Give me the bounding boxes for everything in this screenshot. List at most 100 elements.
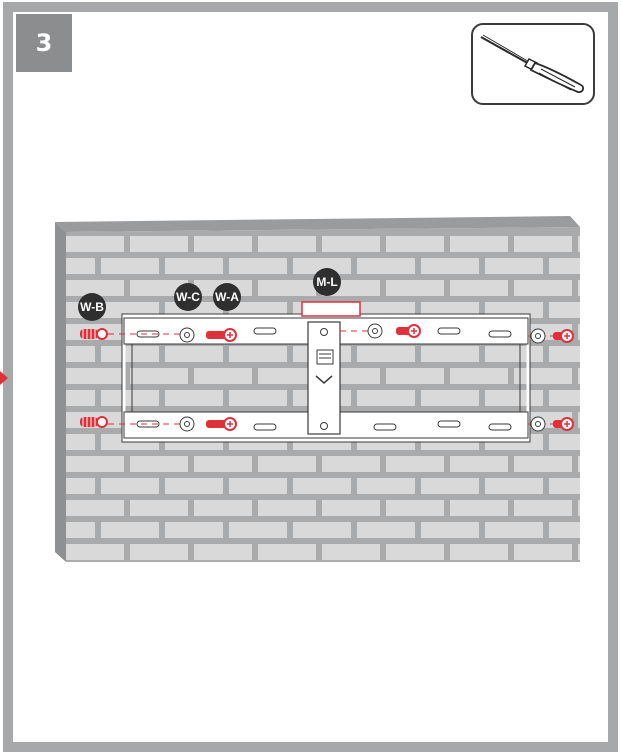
brick [421,478,479,494]
hole-center [535,333,541,339]
hole-icon [530,328,546,344]
brick [421,566,479,582]
badge-wa: W-A [213,283,241,311]
brick [194,368,252,384]
wall-bracket [121,301,531,443]
brick [450,368,508,384]
brick [549,434,580,450]
step-number: 3 [35,29,53,57]
brick [322,544,380,560]
brick [549,346,580,362]
wall-anchor-icon [80,417,98,427]
brick [194,236,252,252]
arrow-right-icon [0,371,8,385]
brick [258,500,316,516]
bracket-slot [136,330,160,338]
brick [357,346,415,362]
badge-ml: M-L [313,268,341,296]
brick [229,478,287,494]
wall-side [55,222,66,562]
fasteners [80,323,574,432]
brick [130,280,188,296]
brick [229,390,287,406]
bracket-slot [253,423,277,431]
bracket-slot [437,420,461,428]
brick [258,544,316,560]
brick [450,544,508,560]
bracket-slot [488,330,512,338]
wall-anchor-icon [80,329,98,339]
brick [322,456,380,472]
brick [549,302,580,318]
brick [578,280,580,296]
brick [421,258,479,274]
brick [421,522,479,538]
brick [101,566,159,582]
screw-icon [206,331,226,339]
brick [66,478,95,494]
brick [229,566,287,582]
brick [101,478,159,494]
brick [66,390,95,406]
hole-center [184,332,190,338]
brick [66,236,124,252]
brick [229,346,287,362]
brick [514,500,572,516]
brick [37,566,95,582]
hole-center [184,421,190,427]
brick [66,346,95,362]
brick [165,566,223,582]
brick [485,258,543,274]
brick [514,280,572,296]
brick [229,258,287,274]
badge-wb: W-B [78,293,106,321]
brick [101,522,159,538]
brick [130,456,188,472]
brick [514,544,572,560]
brick [101,258,159,274]
brick [485,346,543,362]
brick [165,478,223,494]
brick [386,500,444,516]
brick [66,258,95,274]
hole-center [372,328,378,334]
brick [66,368,124,384]
brick [293,478,351,494]
brick [450,500,508,516]
brick [165,390,223,406]
brick [357,478,415,494]
bracket-slot [373,423,397,431]
brick [258,456,316,472]
brick [66,434,95,450]
brick [357,390,415,406]
brick [322,236,380,252]
brick [66,456,124,472]
brick [549,390,580,406]
bracket-slots [136,327,512,431]
brick [514,368,572,384]
brick [130,544,188,560]
brick [578,456,580,472]
brick [357,258,415,274]
brick [386,368,444,384]
brick [485,566,543,582]
hole-icon [179,327,195,343]
step-number-badge: 3 [16,14,72,72]
brick [293,258,351,274]
brick [549,478,580,494]
brick [229,522,287,538]
brick [549,258,580,274]
badge-ml-label: M-L [316,275,337,289]
brick [66,522,95,538]
brick [450,280,508,296]
bracket-slot [437,327,461,335]
brick [578,412,580,428]
brick [386,456,444,472]
brick [450,236,508,252]
badge-wa-label: W-A [215,290,239,304]
brick [578,368,580,384]
badge-wc-label: W-C [176,290,200,304]
hole-icon [530,416,546,432]
